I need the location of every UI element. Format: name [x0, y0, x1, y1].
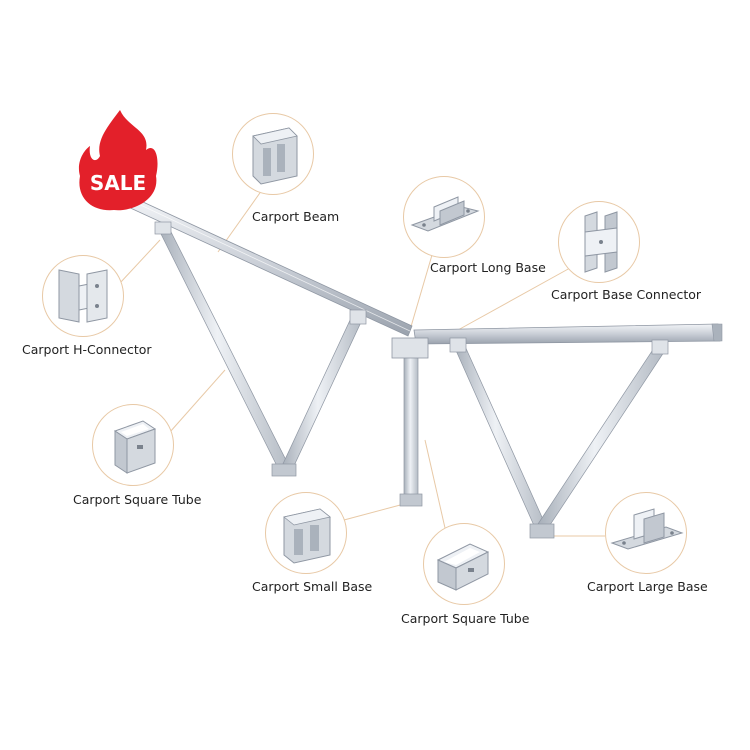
h-connector-icon: [58, 269, 108, 323]
sale-badge-text: SALE: [90, 171, 146, 195]
beam-profile-icon: [252, 127, 298, 185]
callout-square-tube-left-detail: [92, 404, 174, 486]
label-carport-small-base: Carport Small Base: [252, 579, 373, 594]
label-carport-base-connector: Carport Base Connector: [551, 287, 702, 302]
small-base-icon: [283, 508, 331, 564]
center-post: [391, 337, 429, 507]
callout-beam-detail: [232, 113, 314, 195]
callout-long-base-detail: [403, 176, 485, 258]
label-carport-square-tube-left: Carport Square Tube: [73, 492, 202, 507]
callout-h-connector-detail: [42, 255, 124, 337]
leader-lines: [119, 189, 605, 537]
large-base-icon: [610, 508, 684, 550]
label-carport-large-base: Carport Large Base: [587, 579, 708, 594]
leader-small-base: [343, 503, 405, 521]
long-base-icon: [410, 196, 480, 232]
leader-square-tube-bottom: [424, 439, 446, 529]
leader-h-connector: [119, 239, 161, 284]
leader-square-tube-left: [169, 369, 226, 433]
callout-large-base-detail: [605, 492, 687, 574]
callout-square-tube-bottom-detail: [423, 523, 505, 605]
leader-base-connector: [457, 267, 571, 331]
leader-long-base: [409, 254, 433, 331]
square-tube-icon: [113, 420, 157, 474]
left-truss: [154, 221, 367, 477]
square-tube-icon: [436, 543, 490, 591]
callout-base-connector-detail: [558, 201, 640, 283]
callout-small-base-detail: [265, 492, 347, 574]
label-carport-long-base: Carport Long Base: [430, 260, 546, 275]
right-truss: [449, 337, 669, 539]
base-connector-icon: [584, 211, 618, 273]
label-carport-h-connector: Carport H-Connector: [22, 342, 152, 357]
sale-flame-icon: [78, 110, 158, 211]
label-carport-beam: Carport Beam: [252, 209, 340, 224]
label-carport-square-tube-bottom: Carport Square Tube: [401, 611, 530, 626]
